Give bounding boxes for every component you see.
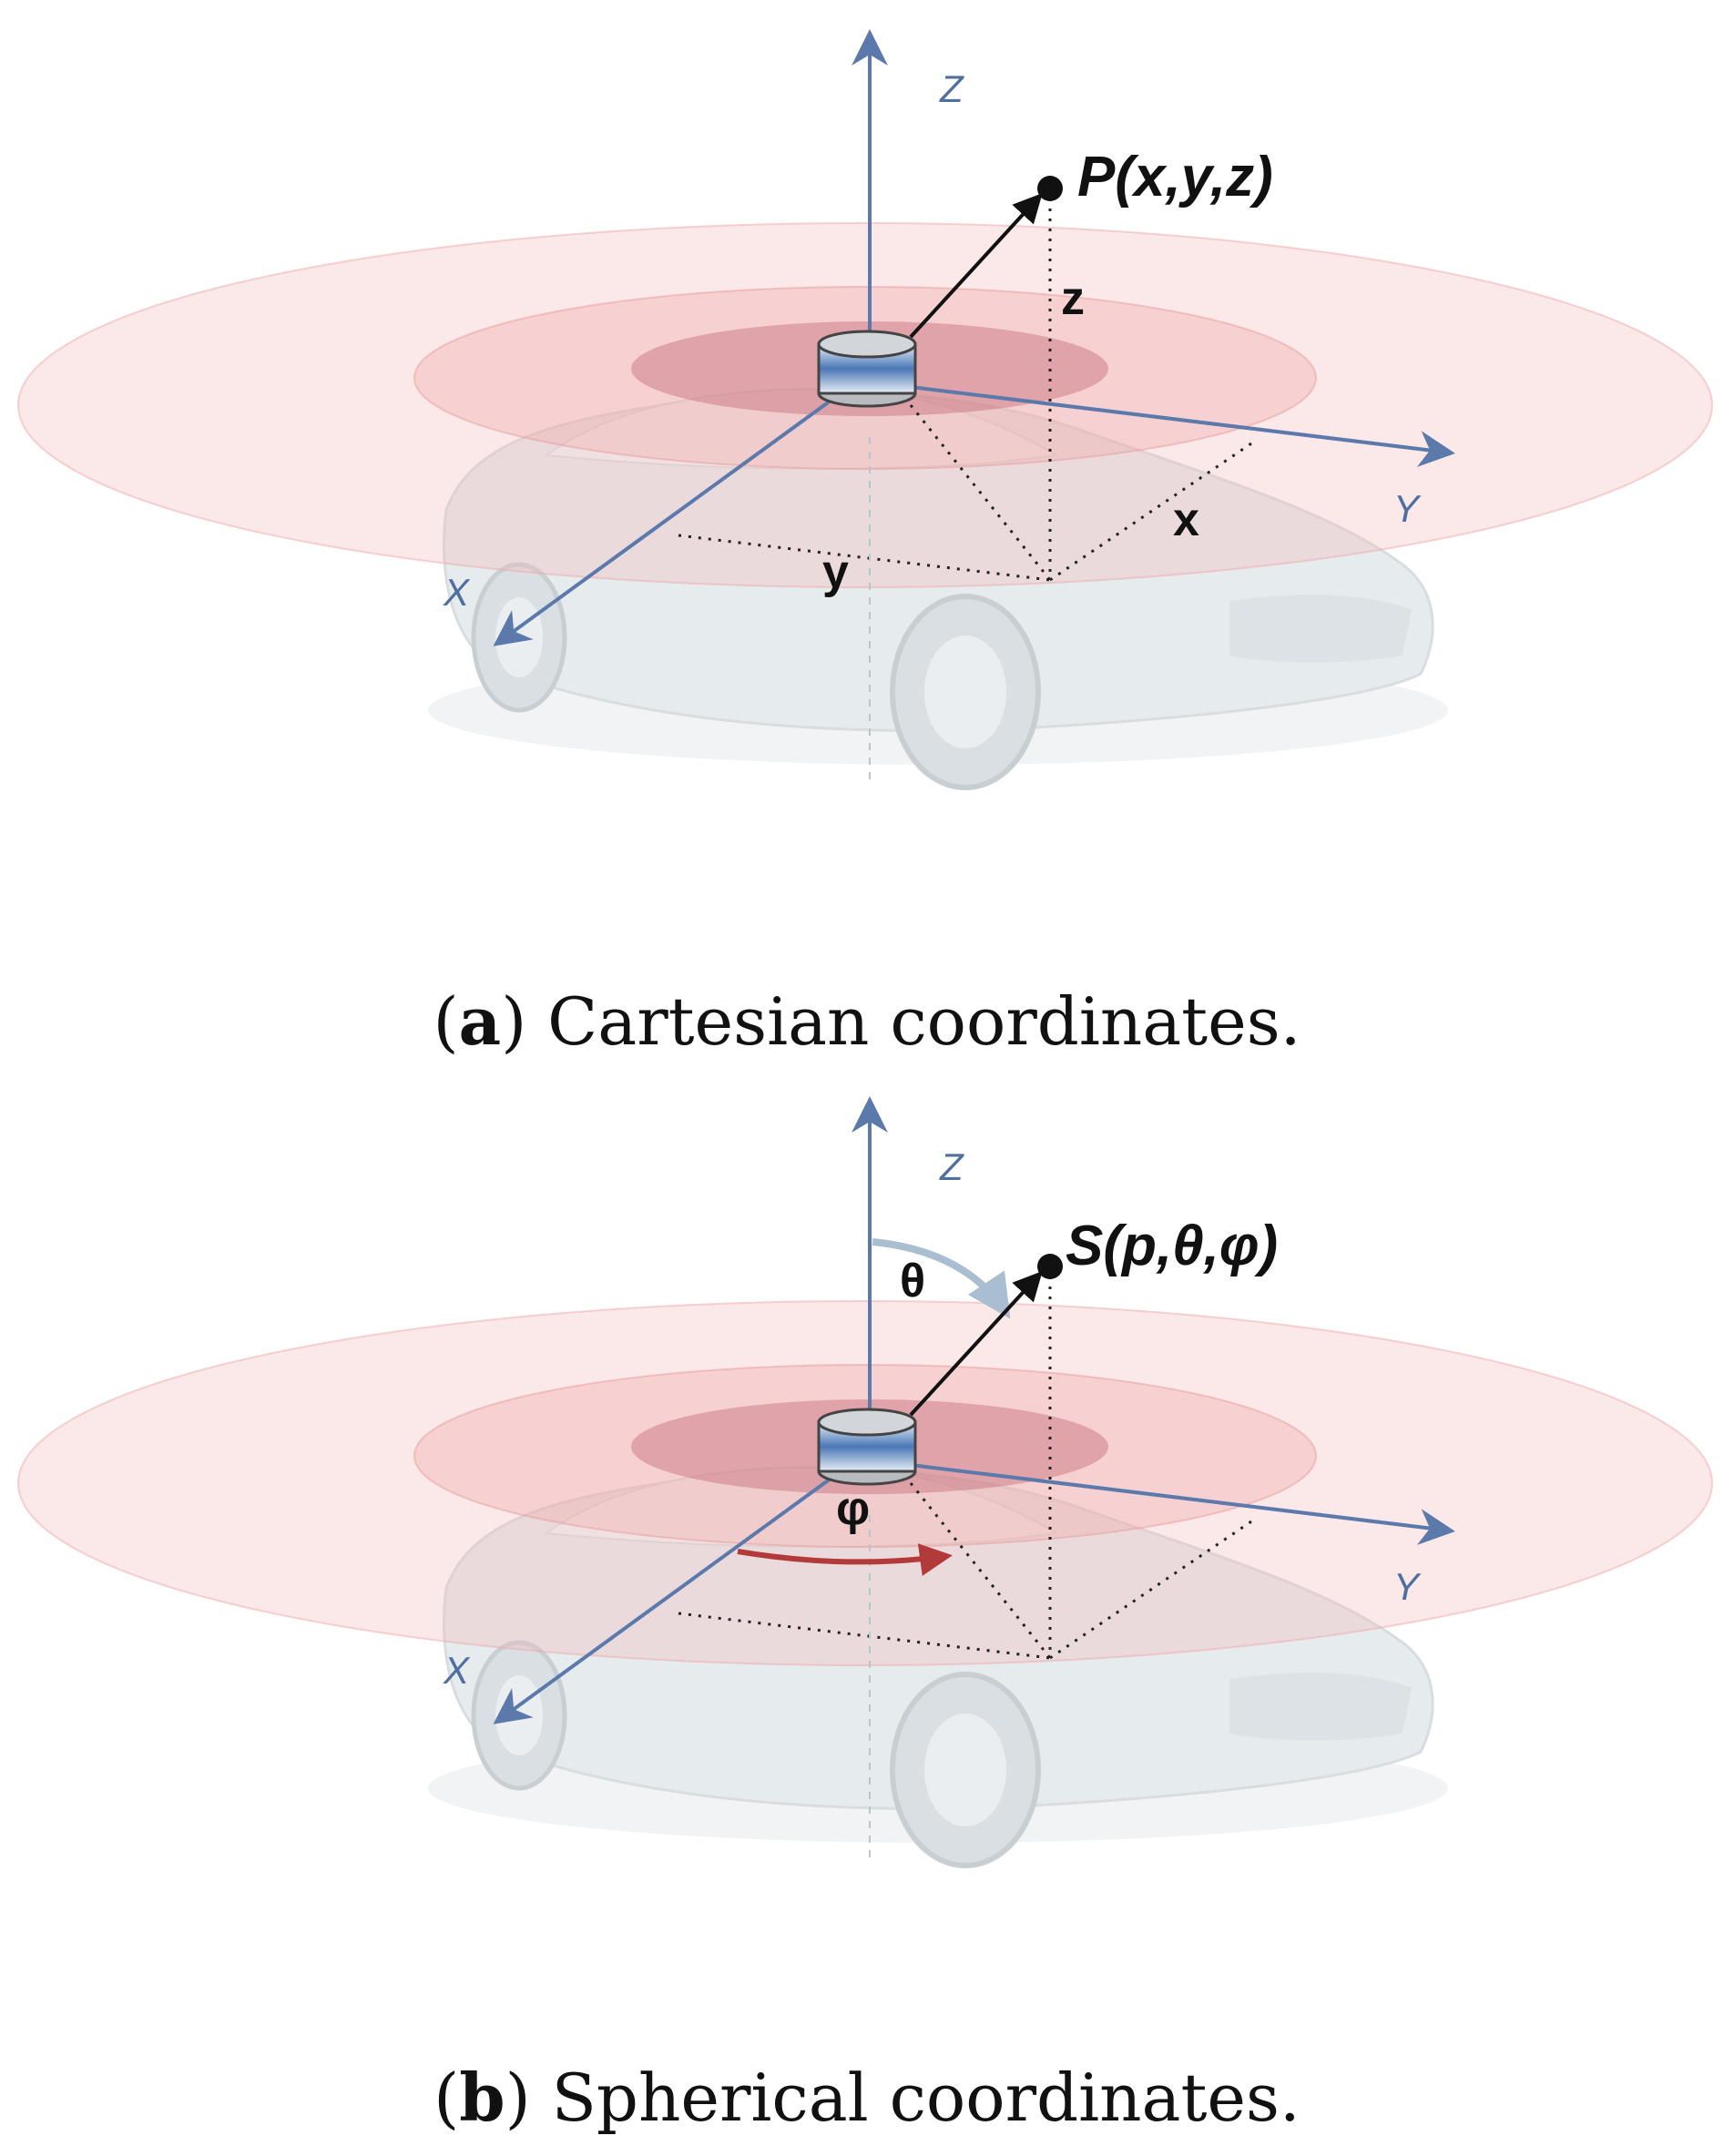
panel-spherical: Z Y X S(p,θ,φ) θ φ <box>0 1078 1734 2025</box>
y-axis <box>910 385 1455 467</box>
y-axis-label: Y <box>1393 487 1422 530</box>
y-component-label: y <box>822 545 849 598</box>
point-label: S(p,θ,φ) <box>1066 1215 1278 1277</box>
position-vector <box>909 193 1043 339</box>
x-axis <box>493 399 832 646</box>
y-axis <box>910 1463 1455 1545</box>
point-marker <box>1037 176 1063 201</box>
panel-cartesian: Z Y X P(x,y,z) z x y <box>0 0 1734 947</box>
axes <box>493 29 1455 646</box>
axes <box>493 1096 1455 1724</box>
projection-lines <box>678 1266 1258 1660</box>
projection-lines <box>678 188 1258 582</box>
point-label: P(x,y,z) <box>1077 146 1273 208</box>
lidar-sensor-icon <box>817 1408 917 1486</box>
phi-label: φ <box>836 1482 870 1535</box>
caption-a-letter: a <box>458 982 502 1060</box>
x-axis-label: X <box>443 571 471 614</box>
caption-b-text: ) Spherical coordinates. <box>505 2059 1300 2136</box>
theta-arc-arrow <box>872 1238 1011 1319</box>
x-axis-label: X <box>443 1649 471 1692</box>
cartesian-diagram: Z Y X P(x,y,z) z x y <box>17 29 1713 790</box>
spherical-diagram: Z Y X S(p,θ,φ) θ φ <box>17 1096 1713 1868</box>
theta-label: θ <box>900 1255 925 1307</box>
caption-b-letter: b <box>459 2059 505 2136</box>
z-axis-label: Z <box>939 1145 964 1188</box>
x-axis <box>493 1477 832 1724</box>
caption-a: (a) Cartesian coordinates. <box>433 982 1301 1060</box>
lidar-sensor-icon <box>817 330 917 408</box>
y-axis-label: Y <box>1393 1565 1422 1608</box>
x-component-label: x <box>1173 493 1199 546</box>
point-marker <box>1037 1254 1063 1279</box>
z-axis-label: Z <box>939 67 964 110</box>
phi-arc-arrow <box>737 1543 953 1576</box>
caption-a-text: ) Cartesian coordinates. <box>501 983 1301 1060</box>
car-illustration <box>428 388 1448 790</box>
position-vector <box>909 1271 1043 1417</box>
caption-b: (b) Spherical coordinates. <box>434 2059 1300 2136</box>
z-component-label: z <box>1061 272 1085 325</box>
car-illustration <box>428 1466 1448 1868</box>
